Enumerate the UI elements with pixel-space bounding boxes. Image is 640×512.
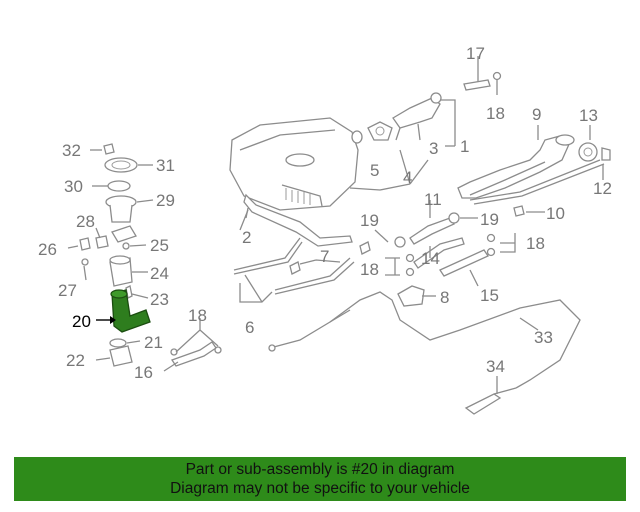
callout-33: 33: [534, 328, 553, 347]
callout-12: 12: [593, 179, 612, 198]
lock-ring-31[interactable]: [104, 157, 138, 173]
washer-27[interactable]: [81, 258, 89, 266]
info-banner: Part or sub-assembly is #20 in diagram D…: [14, 457, 626, 501]
callout-18a: 18: [486, 104, 505, 123]
callout-5: 5: [370, 161, 379, 180]
callout-4: 4: [403, 168, 412, 187]
callout-27: 27: [58, 281, 77, 300]
fuel-cap-13[interactable]: [578, 142, 598, 162]
callout-22: 22: [66, 351, 85, 370]
sender-flange-29[interactable]: [105, 195, 137, 223]
seal-30[interactable]: [107, 180, 131, 192]
reservoir-22[interactable]: [109, 345, 133, 367]
clip-25[interactable]: [122, 242, 130, 250]
banner-line-2: Diagram may not be specific to your vehi…: [170, 480, 470, 497]
callout-26: 26: [38, 240, 57, 259]
callout-15: 15: [480, 286, 499, 305]
bracket-8[interactable]: [397, 285, 425, 307]
callout-7: 7: [320, 247, 329, 266]
bolt-7[interactable]: [289, 241, 371, 275]
release-handle-34[interactable]: [464, 387, 517, 415]
fuel-line-16[interactable]: [170, 341, 222, 367]
callout-labels: 1 2 3 4 5 6 7 8 9 10 11 12 13 14 15 16 1…: [38, 44, 612, 382]
filler-neck[interactable]: [457, 134, 605, 205]
callout-34: 34: [486, 357, 505, 376]
release-cable-33[interactable]: [268, 291, 581, 389]
banner-line-1: Part or sub-assembly is #20 in diagram: [185, 461, 455, 478]
callout-9: 9: [532, 105, 541, 124]
callout-14: 14: [421, 249, 440, 268]
callout-19a: 19: [360, 211, 379, 230]
fuel-tank[interactable]: [229, 117, 359, 211]
gasket-4[interactable]: [367, 121, 393, 141]
nut-26[interactable]: [79, 237, 91, 251]
callout-18c: 18: [360, 260, 379, 279]
parts-diagram: 1 2 3 4 5 6 7 8 9 10 11 12 13 14 15 16 1…: [38, 44, 612, 415]
bracket-28[interactable]: [95, 225, 137, 249]
callout-23: 23: [150, 290, 169, 309]
callout-30: 30: [64, 177, 83, 196]
callout-3: 3: [429, 139, 438, 158]
callout-21: 21: [144, 333, 163, 352]
seal-ring-5[interactable]: [351, 130, 363, 144]
callout-2: 2: [242, 228, 251, 247]
clamp-19b[interactable]: [448, 212, 460, 224]
callout-20: 20: [72, 312, 91, 331]
gasket-21[interactable]: [109, 338, 127, 348]
fuel-pump-20[interactable]: [110, 289, 151, 333]
hose-15[interactable]: [439, 249, 489, 277]
callout-24: 24: [150, 264, 169, 283]
bolt-10[interactable]: [513, 205, 525, 217]
clamp-19a[interactable]: [394, 236, 406, 248]
strap-rod-6[interactable]: [233, 237, 355, 295]
cap-tether-12[interactable]: [601, 147, 611, 161]
callout-8: 8: [440, 288, 449, 307]
bracket-17[interactable]: [463, 79, 491, 91]
vent-valve-3[interactable]: [392, 92, 442, 141]
hose-11[interactable]: [409, 217, 455, 245]
leader-lines: [67, 56, 604, 394]
callout-17: 17: [466, 44, 485, 63]
callout-10: 10: [546, 204, 565, 223]
callout-19b: 19: [480, 210, 499, 229]
callout-6: 6: [245, 318, 254, 337]
hose-14[interactable]: [413, 237, 465, 269]
callout-32: 32: [62, 141, 81, 160]
callout-18b: 18: [526, 234, 545, 253]
callout-11: 11: [424, 190, 442, 209]
callout-31: 31: [156, 156, 175, 175]
pump-housing-24[interactable]: [109, 255, 133, 287]
callout-29: 29: [156, 191, 175, 210]
screw-32[interactable]: [103, 143, 115, 155]
callout-13: 13: [579, 106, 598, 125]
clamp-18[interactable]: [405, 71, 502, 277]
callout-25: 25: [150, 236, 169, 255]
callout-16: 16: [134, 363, 153, 382]
callout-28: 28: [76, 212, 95, 231]
callout-1: 1: [460, 137, 469, 156]
callout-18d: 18: [188, 306, 207, 325]
